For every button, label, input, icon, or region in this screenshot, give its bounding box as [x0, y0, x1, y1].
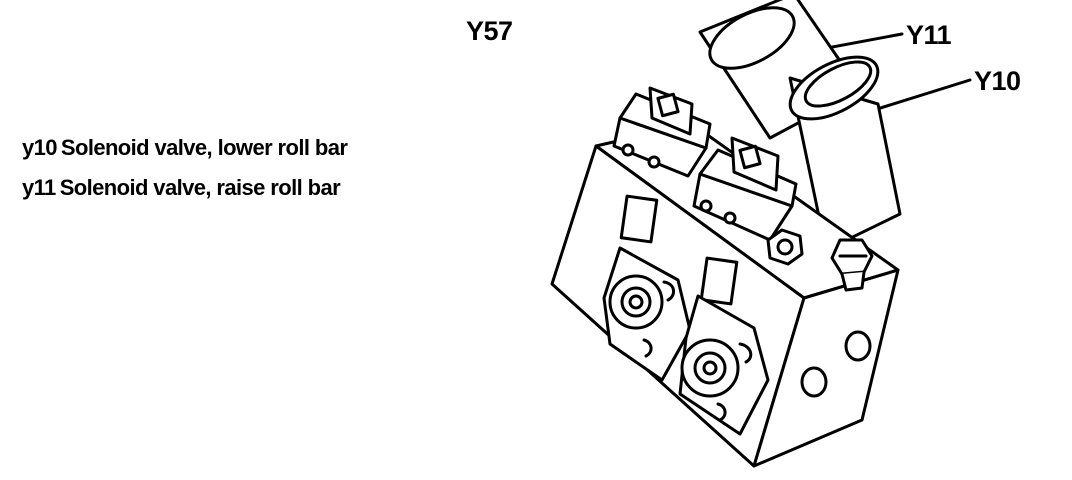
legend-description: Solenoid valve, raise roll bar: [59, 175, 341, 200]
port-fitting-right: [830, 238, 874, 292]
electrical-connector-front: [692, 136, 798, 242]
solenoid-coil-y10: [788, 55, 902, 252]
callout-label-y11: Y11: [906, 20, 952, 50]
legend-code: y11: [22, 175, 56, 200]
valve-seat-left: [602, 246, 692, 382]
port-fitting-left: [766, 228, 804, 266]
legend-description: Solenoid valve, lower roll bar: [60, 135, 348, 160]
callout-label-y10: Y10: [974, 66, 1021, 96]
legend-code: y10: [22, 135, 58, 160]
valve-seat-right: [678, 294, 770, 436]
electrical-connector-rear: [612, 86, 712, 178]
component-label-y57: Y57: [466, 16, 513, 46]
block-pad-left: [619, 194, 659, 244]
block-pad-right: [699, 256, 739, 306]
